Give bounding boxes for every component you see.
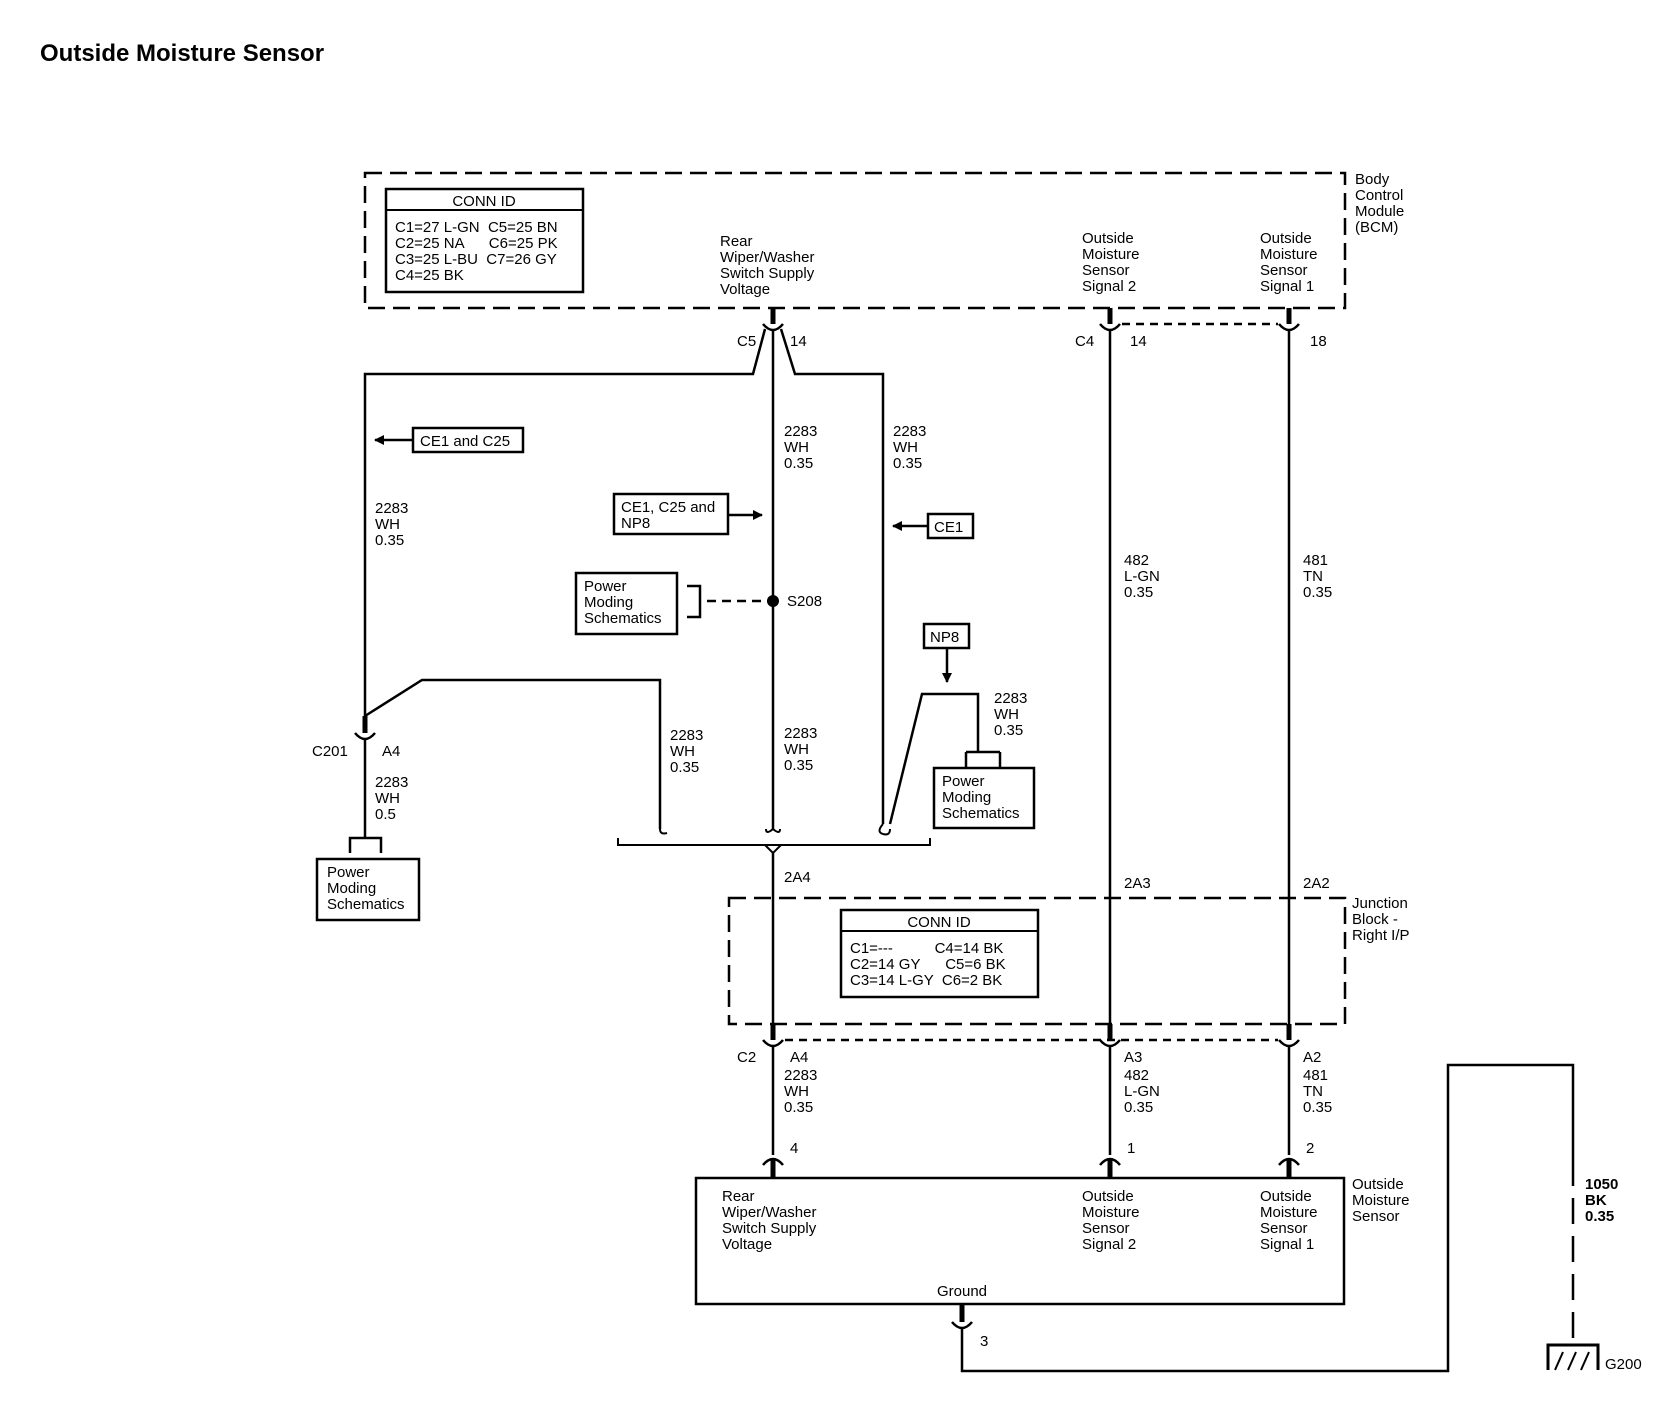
ref-ce1-c25-np8: CE1, C25 and NP8 bbox=[612, 492, 763, 536]
jb-conn-id-row: C1=--- C4=14 BK bbox=[850, 940, 1003, 957]
jb-conn-id-header: CONN ID bbox=[907, 914, 971, 931]
sensor-label: Outside Moisture Sensor bbox=[1352, 1176, 1414, 1225]
bcm-pin-function-label: Rear Wiper/Washer Switch Supply Voltage bbox=[720, 233, 819, 298]
svg-text:CE1, C25 and NP8: CE1, C25 and NP8 bbox=[621, 499, 719, 532]
wire-label-2283: 2283 WH 0.35 bbox=[994, 690, 1032, 739]
svg-text:Power Moding Schem: Power Moding Schematics bbox=[327, 864, 405, 913]
wire-label-2283: 2283 WH 0.35 bbox=[893, 423, 931, 472]
splice-s208-label: S208 bbox=[787, 593, 822, 610]
svg-text:C4: C4 bbox=[1075, 333, 1094, 350]
svg-text:C5: C5 bbox=[737, 333, 756, 350]
ground-g200-icon bbox=[1546, 1343, 1600, 1371]
svg-text:Power Moding Schem: Power Moding Schematics bbox=[942, 773, 1020, 822]
svg-text:CE1: CE1 bbox=[934, 519, 963, 536]
junction-block-box bbox=[727, 896, 1347, 1026]
svg-text:C201: C201 bbox=[312, 743, 348, 760]
bcm-conn-id-row: C4=25 BK bbox=[395, 267, 464, 284]
svg-text:14: 14 bbox=[1130, 333, 1147, 350]
bcm-conn-id-row: C1=27 L-GN C5=25 BN bbox=[395, 219, 558, 236]
bcm-label: Body Control Module (BCM) bbox=[1355, 171, 1408, 236]
svg-text:A2: A2 bbox=[1303, 1049, 1321, 1066]
signal-wires bbox=[771, 330, 1291, 1037]
wire-2283-branches bbox=[363, 328, 1002, 829]
svg-text:CE1 and C25: CE1 and C25 bbox=[420, 433, 510, 450]
sensor-ground-pin: 3 bbox=[951, 1304, 988, 1350]
harness-break-marks bbox=[617, 823, 931, 855]
svg-text:18: 18 bbox=[1310, 333, 1327, 350]
wire-label-482: 482 L-GN 0.35 bbox=[1124, 1067, 1164, 1116]
sensor-connector-pins: 4 1 2 bbox=[762, 1140, 1314, 1178]
wire-label-2283: 2283 WH 0.35 bbox=[375, 500, 413, 549]
sensor-wires bbox=[771, 1046, 1291, 1155]
wire-label-481: 481 TN 0.35 bbox=[1303, 1067, 1332, 1116]
bcm-connector-pin18: 18 bbox=[1278, 308, 1327, 350]
ground-g200-label: G200 bbox=[1605, 1356, 1642, 1373]
sensor-ground-label: Ground bbox=[937, 1283, 987, 1300]
power-moding-connector bbox=[348, 836, 383, 853]
svg-text:1: 1 bbox=[1127, 1140, 1135, 1157]
wire-label-2283-05: 2283 WH 0.5 bbox=[375, 774, 413, 823]
svg-text:4: 4 bbox=[790, 1140, 798, 1157]
svg-text:C2: C2 bbox=[737, 1049, 756, 1066]
page-title: Outside Moisture Sensor bbox=[40, 40, 325, 67]
jb-conn-id-row: C3=14 L-GY C6=2 BK bbox=[850, 972, 1002, 989]
sensor-pin-function-label: Rear Wiper/Washer Switch Supply Voltage bbox=[722, 1188, 821, 1253]
power-moding-schematics-box: Power Moding Schematics bbox=[932, 766, 1036, 830]
ground-wire bbox=[960, 1063, 1575, 1373]
sensor-pin-function-label: Outside Moisture Sensor Signal 1 bbox=[1260, 1188, 1322, 1253]
wire-label-2283: 2283 WH 0.35 bbox=[670, 727, 708, 776]
wire-label-1050: 1050 BK 0.35 bbox=[1585, 1176, 1623, 1225]
wire-label-481: 481 TN 0.35 bbox=[1303, 552, 1332, 601]
bcm-conn-id-table: CONN ID C1=27 L-GN C5=25 BN C2=25 NA C6=… bbox=[384, 187, 585, 294]
bcm-module-box bbox=[363, 171, 1347, 310]
junction-block-label: Junction Block - Right I/P bbox=[1352, 895, 1412, 944]
bcm-conn-id-row: C3=25 L-BU C7=26 GY bbox=[395, 251, 557, 268]
svg-text:A4: A4 bbox=[790, 1049, 808, 1066]
wire-label-2283: 2283 WH 0.35 bbox=[784, 423, 822, 472]
sensor-pin-function-label: Outside Moisture Sensor Signal 2 bbox=[1082, 1188, 1144, 1253]
jb-conn-id-row: C2=14 GY C5=6 BK bbox=[850, 956, 1006, 973]
ref-ce1-and-c25: CE1 and C25 bbox=[374, 426, 525, 454]
wire-label-2283: 2283 WH 0.35 bbox=[784, 725, 822, 774]
bcm-conn-id-header: CONN ID bbox=[452, 193, 516, 210]
sensor-component-box bbox=[694, 1176, 1346, 1306]
jb-pin-label: 2A3 bbox=[1124, 875, 1151, 892]
power-moding-schematics-box: Power Moding Schematics bbox=[315, 857, 421, 922]
svg-text:NP8: NP8 bbox=[930, 629, 959, 646]
bcm-connector-c5-pin14: C5 14 bbox=[737, 308, 807, 350]
svg-text:3: 3 bbox=[980, 1333, 988, 1350]
svg-text:A4: A4 bbox=[382, 743, 400, 760]
bcm-conn-id-row: C2=25 NA C6=25 PK bbox=[395, 235, 558, 252]
svg-text:2: 2 bbox=[1306, 1140, 1314, 1157]
bcm-pin-function-label: Outside Moisture Sensor Signal 2 bbox=[1082, 230, 1144, 295]
svg-text:Power Moding Schem: Power Moding Schematics bbox=[584, 578, 662, 627]
splice-s208-dot bbox=[767, 595, 779, 607]
wire-label-2283: 2283 WH 0.35 bbox=[784, 1067, 822, 1116]
power-moding-schematics-box: Power Moding Schematics bbox=[574, 571, 702, 636]
svg-text:14: 14 bbox=[790, 333, 807, 350]
jb-conn-id-table: CONN ID C1=--- C4=14 BK C2=14 GY C5=6 BK… bbox=[839, 908, 1040, 999]
ref-np8: NP8 bbox=[922, 622, 971, 683]
svg-text:A3: A3 bbox=[1124, 1049, 1142, 1066]
c201-connector: C201 A4 bbox=[312, 716, 400, 760]
jb-pin-label: 2A4 bbox=[784, 869, 811, 886]
ref-ce1: CE1 bbox=[892, 512, 975, 540]
jb-pin-label: 2A2 bbox=[1303, 875, 1330, 892]
c2-connector: C2 A4 A3 A2 bbox=[737, 1024, 1321, 1066]
wire-label-482: 482 L-GN 0.35 bbox=[1124, 552, 1164, 601]
bcm-pin-function-label: Outside Moisture Sensor Signal 1 bbox=[1260, 230, 1322, 295]
